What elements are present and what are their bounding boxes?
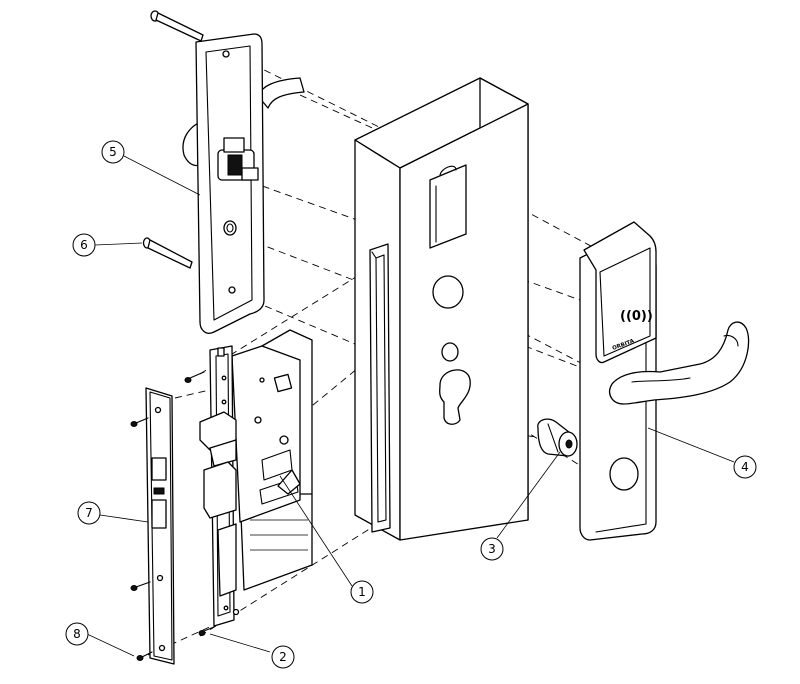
callout-6: 6 <box>72 233 96 257</box>
through-bolt-top <box>150 10 204 42</box>
strike-plate <box>145 387 175 665</box>
callout-7-label: 7 <box>85 506 93 520</box>
callout-8-label: 8 <box>73 627 81 641</box>
callout-6-label: 6 <box>80 238 88 252</box>
door-block <box>354 77 529 541</box>
callout-4-label: 4 <box>741 460 749 474</box>
key-cylinder <box>537 418 578 457</box>
leader-lines <box>86 155 735 657</box>
callout-5-label: 5 <box>109 145 117 159</box>
strike-screws <box>130 417 153 661</box>
outside-panel <box>579 221 750 541</box>
callout-8: 8 <box>65 622 89 646</box>
mortise-body <box>199 329 313 627</box>
callout-1: 1 <box>350 580 374 604</box>
inside-panel <box>182 33 305 334</box>
through-bolt <box>142 237 193 269</box>
reader-symbol: ((0)) <box>620 309 653 324</box>
callout-7: 7 <box>77 501 101 525</box>
callout-3: 3 <box>480 537 504 561</box>
callout-2-label: 2 <box>279 650 287 664</box>
callout-1-label: 1 <box>358 585 366 599</box>
callout-4: 4 <box>733 455 757 479</box>
callout-3-label: 3 <box>488 542 496 556</box>
callout-5: 5 <box>101 140 125 164</box>
callout-2: 2 <box>271 645 295 669</box>
mortise-screws <box>184 371 215 636</box>
